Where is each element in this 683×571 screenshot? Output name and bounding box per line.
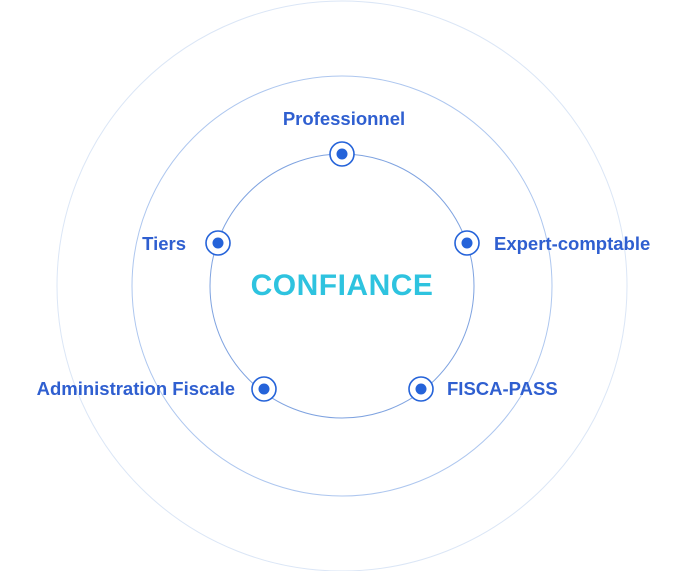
node-label-expert: Expert-comptable	[494, 233, 651, 254]
node-marker-expert	[454, 230, 480, 256]
middle-ring	[131, 75, 553, 497]
node-label-tiers: Tiers	[142, 233, 186, 254]
node-label-fisca: FISCA-PASS	[447, 378, 558, 399]
node-label-professionnel: Professionnel	[282, 108, 406, 129]
node-marker-professionnel	[329, 141, 355, 167]
node-marker-admin	[251, 376, 277, 402]
node-label-admin: Administration Fiscale	[36, 378, 235, 399]
node-marker-fisca	[408, 376, 434, 402]
center-label: CONFIANCE	[250, 269, 434, 302]
outer-ring	[56, 0, 628, 571]
node-marker-tiers	[205, 230, 231, 256]
